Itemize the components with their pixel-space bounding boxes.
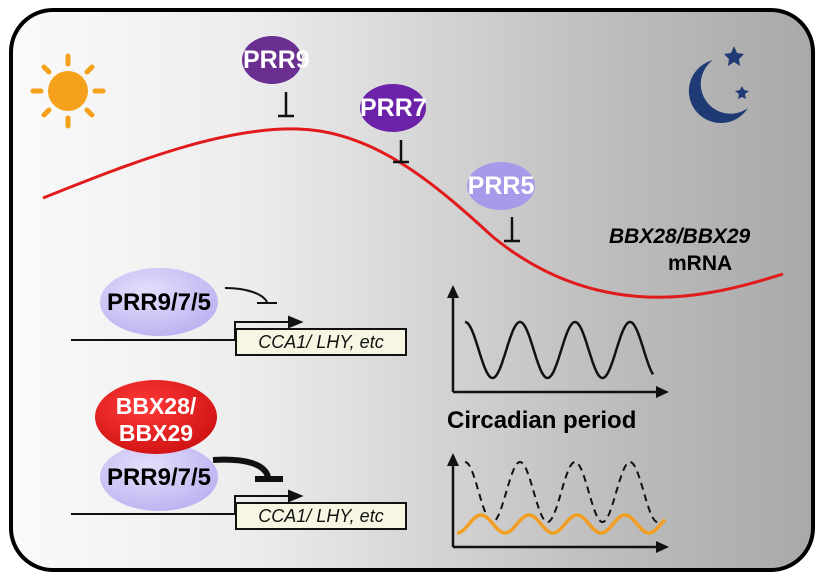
bbx-oval (95, 380, 217, 454)
bbx-mrna-curve (42, 127, 784, 299)
graph-bottom-axes (447, 453, 669, 553)
prr-complex-bottom (100, 443, 218, 511)
prr-complex-label-top: PRR9/7/5 (106, 289, 212, 316)
inhibition-top (224, 287, 277, 304)
sun-icon (30, 53, 106, 129)
target-gene-box-top: CCA1/ LHY, etc (235, 328, 407, 356)
prr9-label: PRR9 (243, 46, 310, 74)
prr9-oval (242, 36, 302, 84)
prr7-oval (360, 84, 426, 132)
inhibition-bottom (212, 456, 283, 482)
bbx-label-line1: BBX28/ (115, 393, 197, 419)
diagram-frame: PRR9 PRR7 PRR5 BBX28/BBX29 mRNA PRR9/7/5… (9, 8, 815, 572)
diagram-art (30, 36, 784, 553)
prr-complex-label-bottom: PRR9/7/5 (106, 464, 212, 491)
bbx-label-line2: BBX29 (118, 420, 194, 446)
mrna-label-italic: BBX28/BBX29 (609, 225, 751, 248)
regulator-inhibition-marks (278, 92, 520, 243)
prr5-label: PRR5 (467, 172, 535, 200)
prr-complex-top (100, 268, 218, 336)
circadian-period-label: Circadian period (447, 407, 637, 434)
graph-top-axes (447, 285, 669, 398)
target-gene-box-bottom: CCA1/ LHY, etc (235, 502, 407, 530)
prr7-label: PRR7 (360, 94, 427, 122)
rhythm-wave-orange (456, 513, 667, 535)
prr5-oval (467, 162, 535, 210)
moon-stars-icon (688, 46, 749, 124)
rhythm-wave-dashed (464, 460, 658, 523)
mrna-label-plain: mRNA (668, 252, 733, 275)
rhythm-wave-top (464, 320, 655, 380)
